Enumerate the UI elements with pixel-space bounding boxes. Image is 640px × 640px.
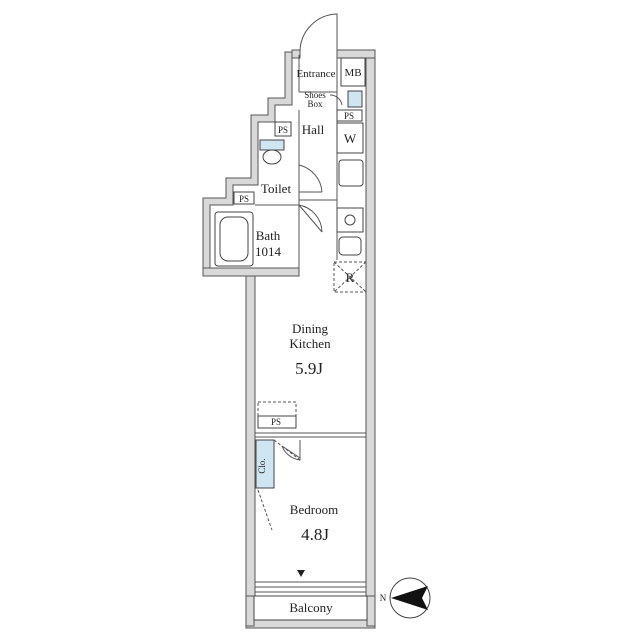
toilet-door-swing (298, 164, 323, 193)
refrigerator-label: R (346, 270, 355, 285)
bedroom-dash-line (257, 489, 273, 531)
ps-dk-box (257, 415, 297, 429)
ps-toilet-label: PS (278, 125, 288, 135)
refrigerator-space (333, 261, 367, 293)
balcony-area (253, 595, 368, 621)
shoes-box-fixture (347, 90, 363, 108)
balcony-left-wall (245, 595, 255, 627)
north-arrow-icon (391, 586, 428, 610)
bath-label: Bath (256, 228, 281, 243)
shoes-label: Shoes (304, 90, 326, 100)
bedroom-door-leaf (281, 445, 301, 459)
balcony-bottom-wall (245, 619, 376, 629)
bath-size-label: 1014 (255, 244, 282, 259)
dining-label: Dining (292, 321, 329, 336)
mb-label: MB (344, 67, 361, 79)
closet-label: Clo. (257, 458, 267, 473)
ps-bath-label: PS (239, 194, 249, 204)
balcony-right-wall (366, 595, 376, 627)
ps-bath-box (233, 191, 255, 205)
bedroom-label: Bedroom (290, 502, 338, 517)
bath-bottom-wall (202, 267, 300, 277)
kitchen-label: Kitchen (289, 336, 331, 351)
toilet-bowl-icon (262, 149, 282, 165)
washer-label: W (344, 131, 357, 146)
top-wall-right (336, 49, 376, 59)
washer-box (336, 122, 364, 154)
hall-label: Hall (302, 122, 325, 137)
entrance-door-swing (299, 13, 338, 53)
toilet-tank (259, 139, 285, 151)
box-label: Box (307, 99, 323, 109)
dk-size-label: 5.9J (295, 359, 323, 378)
compass: N (380, 577, 431, 619)
hall-appliance (338, 159, 364, 187)
ps-dk-label: PS (271, 417, 281, 427)
ps-hall-box (336, 109, 363, 122)
ps-hall-label: PS (344, 111, 354, 121)
exterior-wall-right (365, 49, 376, 606)
dk-ps-dashed (257, 401, 297, 417)
bath-door-swing (298, 204, 323, 233)
toilet-label: Toilet (261, 181, 292, 196)
bedroom-door-swing (281, 440, 301, 461)
ps-toilet-box (274, 121, 292, 137)
north-label: N (380, 593, 387, 603)
entrance-label: Entrance (296, 68, 335, 80)
entrance-wall-stub (291, 49, 301, 59)
bathtub-inner (219, 216, 249, 262)
shoes-box-swing (329, 94, 343, 106)
bedroom-size-label: 4.8J (301, 525, 329, 544)
closet-door-dash (273, 439, 301, 461)
mb-box (340, 57, 366, 87)
balcony-label: Balcony (289, 600, 333, 615)
refrigerator-cross-2 (333, 261, 367, 293)
exterior-wall-left (245, 269, 256, 606)
burner-icon (344, 214, 356, 226)
kitchen-sink (338, 236, 362, 256)
closet-box (255, 439, 275, 489)
bath-door-leaf (298, 204, 323, 233)
entry-arrow-icon (297, 570, 305, 577)
